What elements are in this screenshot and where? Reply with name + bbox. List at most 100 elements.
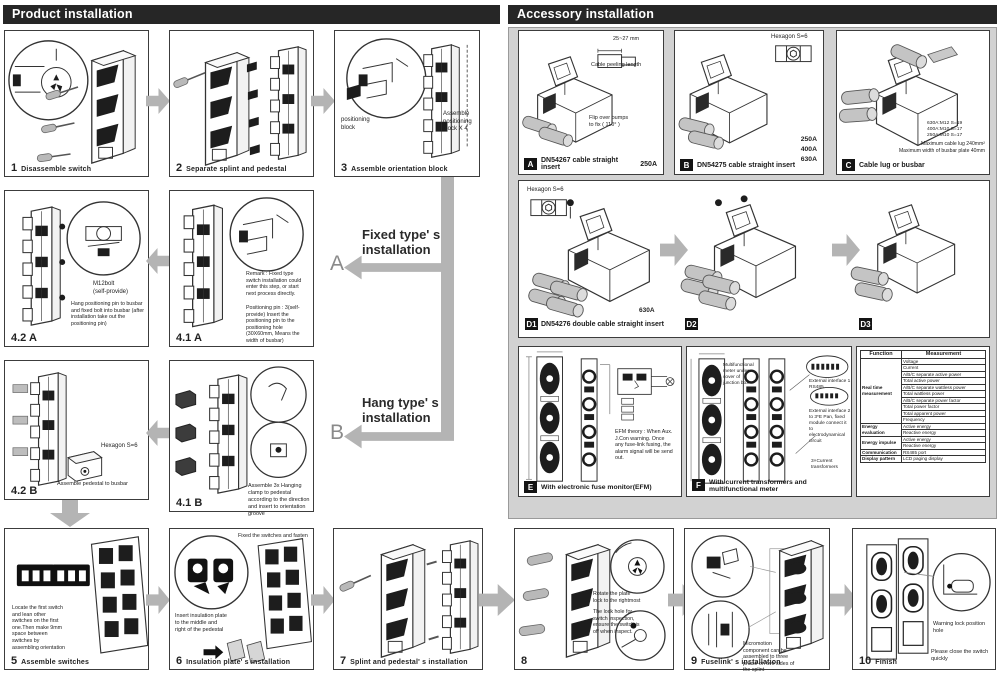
step-4-1a-remark: Remark : Fixed type switch installation … — [246, 271, 302, 297]
step-6-label: Insulation plate' s installation — [186, 659, 291, 666]
cable-peeling-diagram — [597, 48, 636, 68]
panel-accessory-a: 25~27 mm Cable peeling length Flip over … — [518, 30, 664, 175]
magnifier-circle — [346, 38, 427, 119]
accessory-f-drawing — [690, 353, 849, 484]
branch-arrow-fixed — [344, 255, 454, 280]
step-9-drawing — [691, 535, 824, 659]
panel-step-4-1b: Assemble 3x Hanging clamp to pedestal ac… — [169, 360, 314, 517]
accessory-d1-rating: 630A — [639, 307, 655, 314]
accessory-d3-caption: D3 — [859, 318, 872, 330]
step-10-label: Finish — [875, 659, 898, 666]
step-4-2b-drawing — [12, 372, 103, 486]
step-10-note-1: Warning lock position hole — [933, 621, 986, 634]
step-2-label: Separate splint and pedestal — [186, 166, 287, 173]
panel-accessory-c: 630A:M12 S=19 400A:M10 S=17 250A:M10 S=1… — [836, 30, 990, 175]
table-cell-function: Communication — [860, 448, 902, 457]
panel-step-3: positioning block Assemble positioning b… — [334, 30, 480, 177]
badge-d3: D3 — [859, 318, 872, 330]
accessory-c-specs: 630A:M12 S=19 400A:M10 S=17 250A:M10 S=1… — [927, 121, 963, 139]
cable-lug-plate — [927, 46, 959, 64]
panel-step-5: Locate the first switch and lean other s… — [4, 528, 149, 670]
d2-device — [679, 195, 797, 312]
step-8-note-2: The lock hole for switch inspection, ens… — [593, 609, 640, 635]
step-4-1b-note: Assemble 3x Hanging clamp to pedestal ac… — [248, 483, 310, 517]
accessory-c-note-1: Maximum cable lug 240mm² — [921, 141, 985, 147]
accessory-e-note: EFM theory : When Aux. J.Con warning. On… — [615, 429, 673, 462]
magnifier-circle — [932, 553, 991, 612]
panel-step-9: Micromotion component can be assembled t… — [684, 528, 830, 673]
accessory-c-label: Cable lug or busbar — [859, 161, 925, 169]
magnifier-circle — [691, 535, 754, 598]
accessory-d1-label: DN54276 double cable straight insert — [541, 320, 664, 328]
product-installation-header: Product installation — [3, 5, 500, 24]
step-4-1a-note: Positioning pin : 3(self-provide) Insert… — [246, 305, 300, 345]
magnifier-circle — [229, 197, 304, 272]
accessory-f-note-interface2: External interface 2 to 3*E Pan, fixed m… — [809, 409, 851, 444]
panel-step-6: Fixed the switches and fasten Insert ins… — [169, 528, 314, 670]
magnifier-circle — [66, 201, 141, 276]
accessory-f-label: With current transformers and multifunct… — [709, 479, 807, 493]
panel-accessory-f: Multifunctional meter under cover of jun… — [686, 346, 852, 497]
accessory-b-tool-note: Hexagon S=6 — [771, 34, 808, 40]
branch-tag-a: A — [330, 252, 345, 275]
flow-arrow-41a-42a — [146, 248, 170, 274]
badge-a: A — [524, 158, 537, 170]
table-cell-function: Display pattern — [860, 455, 902, 463]
panel-step-4-2a: M12bolt (self-provide) Hang positioning … — [4, 190, 149, 347]
step-1-drawing — [8, 40, 136, 164]
step-4-2b-hexagon-note: Hexagon S=6 — [101, 443, 138, 449]
insulation-plate — [246, 640, 266, 664]
badge-b: B — [680, 159, 693, 171]
step-9-label: Fuselink' s installation — [701, 659, 781, 666]
accessory-d-drawing — [526, 195, 956, 319]
connector-strip-inset-2 — [809, 387, 849, 406]
insert-arrow-icon — [203, 645, 224, 660]
table-header-function: Function — [860, 350, 902, 359]
table-header-row: Function Measurement — [860, 350, 987, 359]
switch-handles — [518, 552, 553, 637]
step-7-drawing — [338, 540, 479, 658]
accessory-a-drawing — [520, 48, 636, 149]
step-2-drawing — [171, 46, 307, 166]
hanging-clamp-icons — [175, 390, 197, 476]
accessory-b-ratings: 250A 400A 630A — [800, 136, 817, 163]
step-4-2a-number: 4.2 A — [11, 332, 37, 344]
badge-f: F — [692, 479, 705, 491]
flow-arrow-6-7 — [311, 586, 335, 614]
insulation-plate — [226, 638, 246, 662]
step-2-number: 2 — [176, 162, 183, 174]
step-9-number: 9 — [691, 655, 698, 667]
flow-arrow-41b-42b — [146, 420, 170, 446]
step-4-2a-note-bolt: M12bolt (self-provide) — [93, 281, 129, 295]
accessory-installation-header: Accessory installation — [508, 5, 997, 24]
flow-arrow-2-3 — [311, 88, 335, 114]
accessory-d2-caption: D2 — [685, 318, 698, 330]
step-3-drawing — [346, 38, 468, 158]
accessory-a-label: DN54267 cable straight insert — [541, 157, 619, 171]
step-6-number: 6 — [176, 655, 183, 667]
hang-type-installation-label: Hang type' s installation — [362, 395, 439, 425]
step-3-note-left: positioning block — [341, 117, 370, 131]
branch-arrow-hang — [344, 424, 454, 449]
pedestal-block-drawing — [66, 451, 103, 482]
magnifier-circle — [691, 600, 750, 659]
branch-tag-b: B — [330, 421, 345, 444]
step-4-1b-number: 4.1 B — [176, 497, 203, 509]
flow-arrow-1-2 — [146, 88, 170, 114]
table-header-measurement: Measurement — [900, 350, 987, 359]
step-7-label: Splint and pedestal' s installation — [350, 659, 468, 666]
step-4-2b-note: Assemble pedestal to busbar — [57, 481, 128, 487]
d3-device — [849, 204, 956, 303]
step-8-note-1: Rotate the plate lock to the rightmost — [593, 591, 641, 604]
flow-arrow-42b-5 — [50, 500, 90, 527]
step-4-1a-drawing — [183, 197, 304, 328]
step-3-label: Assemble orientation block — [351, 166, 448, 173]
panel-accessory-e: EFM theory : When Aux. J.Con warning. On… — [518, 346, 682, 497]
step-6-note-top: Fixed the switches and fasten — [238, 533, 308, 539]
accessory-a-rating: 250A — [640, 160, 657, 168]
accessory-f-note-transformers: 3×Current transformers — [811, 459, 838, 470]
